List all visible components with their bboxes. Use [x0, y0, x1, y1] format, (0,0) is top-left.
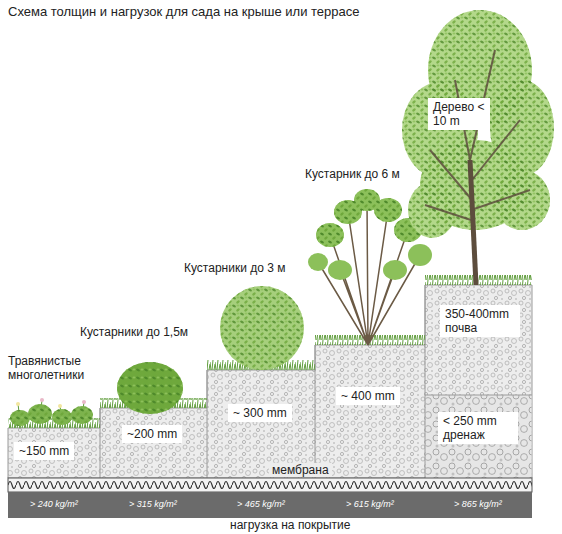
leaf-texture — [316, 189, 422, 247]
load-band — [8, 492, 532, 518]
perennials — [10, 398, 93, 426]
label-text: ~200 mm — [127, 427, 177, 441]
plant-clump — [10, 410, 30, 426]
plant-clump — [28, 404, 52, 424]
plant-clump — [10, 410, 30, 426]
plant-clump — [52, 409, 72, 425]
load-value: > 615 kg/m² — [346, 498, 394, 510]
label-text: ~150 mm — [19, 444, 69, 458]
label-box: ~ 300 mm — [228, 404, 292, 422]
drainage-layer — [426, 395, 532, 478]
label-text: Дерево < 10 m — [433, 100, 485, 128]
plant-clump — [52, 409, 72, 425]
grass-strip — [425, 275, 532, 285]
leaf-cluster — [383, 260, 407, 280]
load-value: > 240 kg/m² — [30, 498, 78, 510]
flower — [16, 402, 20, 406]
membrane — [8, 478, 532, 492]
label-text: < 250 mm дренаж — [443, 414, 513, 442]
caption-label: нагрузка на покрытие — [230, 518, 350, 533]
label-text: 350-400mm почва — [445, 307, 515, 335]
load-value: > 315 kg/m² — [129, 498, 177, 510]
label-text: ~ 400 mm — [341, 389, 395, 403]
load-value: > 865 kg/m² — [454, 498, 502, 510]
column-divider — [100, 285, 532, 478]
tree-branches — [425, 50, 530, 220]
caption-label: Кустарники до 1,5м — [80, 325, 188, 339]
plant-clump — [71, 406, 93, 424]
label-box: < 250 mm дренаж — [438, 412, 518, 444]
caption-label: мембрана — [269, 463, 332, 477]
plant-clump — [28, 404, 52, 424]
tree-canopy — [408, 182, 456, 238]
plant-clump — [71, 406, 93, 424]
label-box: ~ 400 mm — [336, 387, 400, 405]
label-box: ~150 mm — [14, 442, 74, 460]
label-box: 350-400mm почва — [440, 305, 520, 337]
leaf-cluster — [308, 253, 328, 271]
flower — [40, 398, 44, 402]
shrub-small — [117, 362, 183, 414]
caption-label: Кустарник до 6 м — [305, 167, 400, 181]
flower — [82, 400, 86, 404]
tree-canopy — [408, 182, 456, 238]
label-box: ~200 mm — [122, 425, 182, 443]
caption-label: Травянистые многолетники — [8, 354, 103, 382]
diagram-title: Схема толщин и нагрузок для сада на крыш… — [8, 4, 360, 19]
tree — [402, 10, 554, 285]
caption-label: Кустарники до 3 м — [184, 261, 285, 275]
leaf-cluster — [328, 260, 352, 280]
load-value: > 465 kg/m² — [237, 498, 285, 510]
flower — [58, 404, 62, 408]
tree-trunk — [470, 160, 476, 285]
leaf-cluster — [408, 244, 432, 266]
shrub-medium — [220, 286, 304, 370]
soil-base — [8, 285, 532, 478]
label-text: ~ 300 mm — [233, 406, 287, 420]
shrub-small — [117, 362, 183, 414]
shrub-medium — [220, 286, 304, 370]
label-box: Дерево < 10 m — [428, 98, 490, 130]
